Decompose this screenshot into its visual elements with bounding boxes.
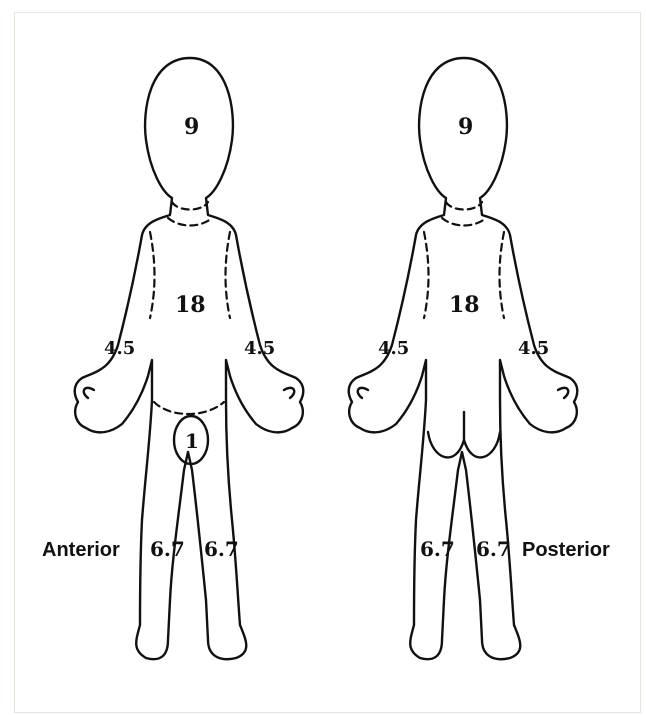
anterior-neck-line-2	[168, 218, 212, 226]
anterior-head-value: 9	[184, 114, 199, 140]
posterior-left-leg-value: 6.7	[420, 537, 455, 561]
posterior-left-arm-value: 4.5	[378, 338, 409, 359]
anterior-left-shoulder-line	[150, 232, 155, 318]
anterior-label: Anterior	[42, 539, 120, 561]
posterior-head-value: 9	[458, 114, 473, 140]
anterior-right-thumb	[284, 388, 294, 398]
anterior-left-arm-value: 4.5	[104, 338, 135, 359]
anterior-left-thumb	[84, 388, 94, 398]
anterior-hip-line	[154, 402, 224, 414]
posterior-neck-line	[446, 202, 482, 210]
posterior-right-shoulder-line	[500, 232, 505, 318]
posterior-right-arm-value: 4.5	[518, 338, 549, 359]
posterior-right-leg-value: 6.7	[476, 537, 511, 561]
posterior-left-shoulder-line	[424, 232, 429, 318]
posterior-neck-line-2	[442, 218, 486, 226]
anterior-genital-value: 1	[185, 429, 199, 453]
anterior-neck-line	[172, 202, 208, 210]
posterior-right-thumb	[558, 388, 568, 398]
posterior-label: Posterior	[522, 539, 610, 561]
anterior-right-leg-value: 6.7	[204, 537, 239, 561]
posterior-left-thumb	[358, 388, 368, 398]
anterior-left-leg-value: 6.7	[150, 537, 185, 561]
anterior-right-arm-value: 4.5	[244, 338, 275, 359]
anterior-right-shoulder-line	[226, 232, 231, 318]
posterior-trunk-value: 18	[449, 292, 480, 318]
anterior-trunk-value: 18	[175, 292, 206, 318]
